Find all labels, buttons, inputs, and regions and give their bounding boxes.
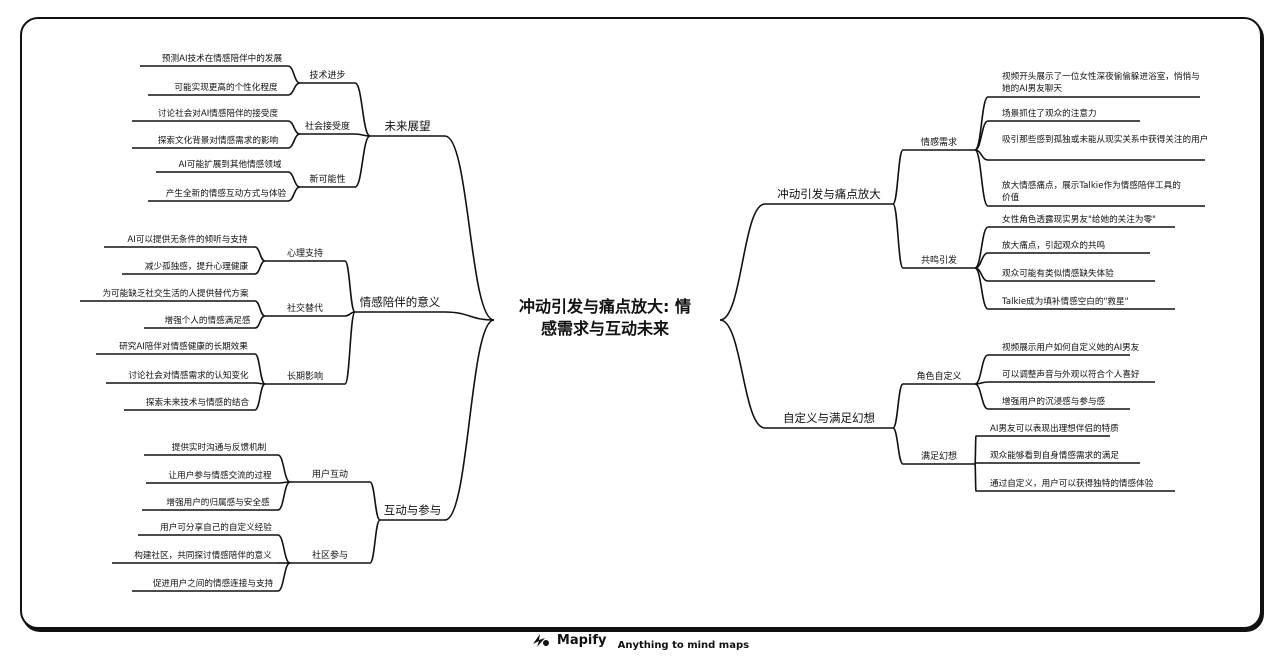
branch-4-sub-2-leaf-4-label: Talkie成为填补情感空白的"救星" xyxy=(1001,295,1129,307)
branch-5-sub-2-leaf-1-label: AI男友可以表现出理想伴侣的特质 xyxy=(990,422,1119,434)
central-topic: 感需求与互动未来 xyxy=(541,319,670,338)
branch-1-sub-2-leaf-2-edge xyxy=(287,133,301,149)
branch-1-sub-3-label: 新可能性 xyxy=(309,173,345,185)
mapify-logo: Mapify xyxy=(531,632,607,648)
branch-1-sub-2-leaf-1-label: 讨论社会对AI情感陪伴的接受度 xyxy=(158,107,279,119)
branch-2-sub-2-leaf-1-label: 为可能缺乏社交生活的人提供替代方案 xyxy=(102,287,249,299)
branch-3-label: 互动与参与 xyxy=(384,503,442,517)
branch-1-edge xyxy=(444,135,495,321)
mindmap-frame xyxy=(20,17,1262,629)
branch-4-edge xyxy=(719,203,766,321)
mindmap-edges xyxy=(80,65,1205,592)
branch-2-sub-1-edge xyxy=(344,260,356,313)
branch-2-label: 情感陪伴的意义 xyxy=(360,295,441,309)
branch-3-edge xyxy=(444,319,495,521)
branch-3-sub-2-leaf-1-label: 用户可分享自己的自定义经验 xyxy=(160,521,272,533)
branch-1-sub-1-leaf-1-label: 预测AI技术在情感陪伴中的发展 xyxy=(162,52,283,64)
central-topic: 冲动引发与痛点放大: 情 xyxy=(519,297,691,316)
branch-3-sub-2-leaf-1-edge xyxy=(277,534,291,564)
branch-1-sub-1-leaf-1-edge xyxy=(287,65,301,84)
branch-4-sub-1-leaf-1-label: 视频开头展示了一位女性深夜偷偷躲进浴室，悄悄与她的AI男友聊天 xyxy=(1002,70,1200,94)
footer-tagline: Anything to mind maps xyxy=(617,640,750,651)
branch-4-sub-1-leaf-4-edge xyxy=(974,149,989,207)
mapify-bolt-icon xyxy=(532,634,549,647)
brand-name: Mapify xyxy=(556,632,607,648)
branch-5-sub-2-label: 满足幻想 xyxy=(921,450,957,462)
branch-3-sub-2-leaf-3-edge xyxy=(277,562,291,592)
branch-5-sub-2-leaf-2-label: 观众能够看到自身情感需求的满足 xyxy=(990,449,1119,461)
branch-3-sub-2-leaf-3-label: 促进用户之间的情感连接与支持 xyxy=(153,577,274,589)
branch-2-sub-3-leaf-1-label: 研究AI陪伴对情感健康的长期效果 xyxy=(119,340,248,352)
branch-2-sub-1-leaf-2-edge xyxy=(254,260,266,275)
branch-3-sub-1-leaf-3-label: 增强用户的归属感与安全感 xyxy=(166,496,270,508)
branch-5-sub-1-edge xyxy=(892,383,904,429)
branch-5-label: 自定义与满足幻想 xyxy=(783,411,875,425)
branch-5-sub-1-leaf-3-label: 增强用户的沉浸感与参与感 xyxy=(1002,395,1106,407)
branch-5-sub-1-label: 角色自定义 xyxy=(916,370,961,382)
branch-4-sub-2-edge xyxy=(892,203,904,269)
branch-2-sub-2-leaf-2-label: 增强个人的情感满足感 xyxy=(165,314,251,326)
branch-3-sub-1-leaf-3-edge xyxy=(277,481,291,511)
branch-2-sub-3-leaf-2-label: 讨论社会对情感需求的认知变化 xyxy=(128,369,249,381)
branch-3-sub-2-edge xyxy=(369,519,381,564)
branch-2-sub-1-label: 心理支持 xyxy=(287,247,323,259)
branch-5-sub-1-leaf-3-edge xyxy=(974,383,989,410)
branch-1-sub-1-edge xyxy=(354,82,371,137)
branch-1-sub-2-leaf-1-edge xyxy=(287,120,301,135)
branch-4-sub-2-label: 共鸣引发 xyxy=(921,254,957,266)
branch-3-sub-2-label: 社区参与 xyxy=(312,549,348,561)
branch-3-sub-1-edge xyxy=(369,481,381,521)
branch-2-sub-2-leaf-2-edge xyxy=(254,315,266,329)
branch-2-sub-2-label: 社交替代 xyxy=(287,302,323,314)
footer: Mapify Anything to mind maps xyxy=(0,632,1280,658)
branch-1-sub-1-leaf-2-label: 可能实现更高的个性化程度 xyxy=(174,81,278,93)
branch-1-sub-2-label: 社会接受度 xyxy=(305,120,350,132)
branch-5-sub-1-leaf-1-edge xyxy=(974,354,989,385)
branch-2-edge xyxy=(444,311,495,321)
branch-3-sub-2-leaf-2-label: 构建社区，共同探讨情感陪伴的意义 xyxy=(134,549,272,561)
branch-5-sub-2-leaf-3-edge xyxy=(974,463,977,492)
branch-2-sub-3-leaf-3-edge xyxy=(254,383,266,411)
branch-2-sub-2-leaf-1-edge xyxy=(254,300,266,317)
branch-2-sub-1-leaf-1-edge xyxy=(254,246,266,262)
branch-4-sub-1-leaf-4-label: 放大情感痛点，展示Talkie作为情感陪伴工具的价值 xyxy=(1002,179,1181,203)
branch-5-sub-2-leaf-1-edge xyxy=(974,435,977,465)
branch-5-sub-2-edge xyxy=(892,427,904,465)
branch-3-sub-1-leaf-1-edge xyxy=(277,454,291,483)
branch-5-sub-1-leaf-1-label: 视频展示用户如何自定义她的AI男友 xyxy=(1002,341,1140,353)
branch-4-label: 冲动引发与痛点放大 xyxy=(777,187,881,201)
branch-5-sub-1-leaf-2-label: 可以调整声音与外观以符合个人喜好 xyxy=(1002,368,1140,380)
branch-2-sub-3-edge xyxy=(344,311,356,385)
branch-4-sub-1-leaf-2-label: 场景抓住了观众的注意力 xyxy=(1002,107,1097,119)
branch-4-sub-2-leaf-3-label: 观众可能有类似情感缺失体验 xyxy=(1002,267,1114,279)
branch-2-sub-3-leaf-3-label: 探索未来技术与情感的结合 xyxy=(146,396,250,408)
branch-1-label: 未来展望 xyxy=(385,119,431,133)
branch-3-sub-1-leaf-1-label: 提供实时沟通与反馈机制 xyxy=(172,441,267,453)
branch-2-sub-1-leaf-2-label: 减少孤独感，提升心理健康 xyxy=(145,260,249,272)
branch-1-sub-3-leaf-2-label: 产生全新的情感互动方式与体验 xyxy=(166,187,287,199)
branch-1-sub-3-edge xyxy=(354,135,371,188)
branch-4-sub-1-label: 情感需求 xyxy=(921,136,957,148)
branch-4-sub-2-leaf-2-label: 放大痛点，引起观众的共鸣 xyxy=(1002,239,1105,251)
branch-3-sub-1-label: 用户互动 xyxy=(312,468,348,480)
branch-4-sub-1-leaf-2-edge xyxy=(974,120,989,151)
branch-5-edge xyxy=(719,319,766,429)
branch-1-sub-3-leaf-2-edge xyxy=(287,186,301,202)
branch-4-sub-1-edge xyxy=(892,149,904,205)
branch-1-sub-3-leaf-1-label: AI可能扩展到其他情感领域 xyxy=(179,158,282,170)
branch-1-sub-1-leaf-2-edge xyxy=(287,82,301,96)
branch-2-sub-1-leaf-1-label: AI可以提供无条件的倾听与支持 xyxy=(127,233,248,245)
branch-4-sub-2-leaf-1-label: 女性角色透露现实男友"给她的关注为零" xyxy=(1002,213,1156,225)
branch-1-sub-1-label: 技术进步 xyxy=(309,69,345,81)
branch-2-sub-3-label: 长期影响 xyxy=(287,370,323,382)
branch-2-sub-3-leaf-1-edge xyxy=(254,353,266,385)
branch-3-sub-1-leaf-2-label: 让用户参与情感交流的过程 xyxy=(168,469,272,481)
branch-4-sub-1-leaf-3-label: 吸引那些感到孤独或未能从现实关系中获得关注的用户 xyxy=(1002,133,1208,145)
branch-1-sub-3-leaf-1-edge xyxy=(287,171,301,188)
branch-1-sub-2-leaf-2-label: 探索文化背景对情感需求的影响 xyxy=(158,134,279,146)
branch-4-sub-2-leaf-4-edge xyxy=(974,267,989,310)
branch-5-sub-2-leaf-3-label: 通过自定义，用户可以获得独特的情感体验 xyxy=(990,477,1154,489)
